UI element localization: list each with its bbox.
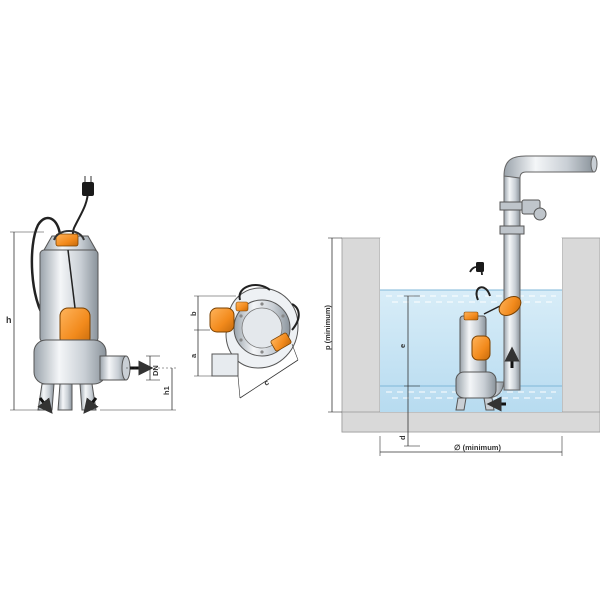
plug-icon: [82, 182, 94, 196]
label-p-minimum: p (minimum): [323, 305, 332, 350]
inlet-arrow-left-icon: [37, 397, 53, 414]
pit-installation: p (minimum) e d ∅ (minimum): [323, 155, 600, 600]
label-d: d: [398, 435, 407, 440]
discharge-elbow: [503, 155, 595, 179]
label-diameter-minimum: ∅ (minimum): [454, 443, 501, 452]
switch-box: [55, 233, 79, 247]
label-e: e: [398, 344, 407, 348]
label-a: a: [189, 353, 198, 358]
pit-float-low: [471, 335, 491, 361]
top-float-switch: [209, 307, 235, 333]
pump-side-view: h DN h1: [6, 176, 176, 414]
top-switch-box: [270, 332, 292, 352]
label-h: h: [6, 315, 12, 325]
pump-volute: [33, 339, 107, 385]
handle: [53, 230, 85, 241]
top-outlet: [211, 353, 239, 377]
pump-top-view: b a c: [189, 284, 300, 399]
pump-foot-center: [57, 383, 73, 411]
label-h1: h1: [162, 386, 171, 395]
label-b: b: [189, 311, 198, 316]
float-cable: [30, 216, 62, 321]
pit-pump-volute: [455, 371, 497, 399]
label-dn: DN: [151, 365, 160, 376]
inlet-arrow-right-icon: [83, 397, 99, 414]
pit-plug-icon: [476, 262, 484, 272]
valve-handle-icon: [533, 207, 547, 221]
pit-float-high: [498, 295, 522, 317]
label-c: c: [262, 378, 270, 388]
